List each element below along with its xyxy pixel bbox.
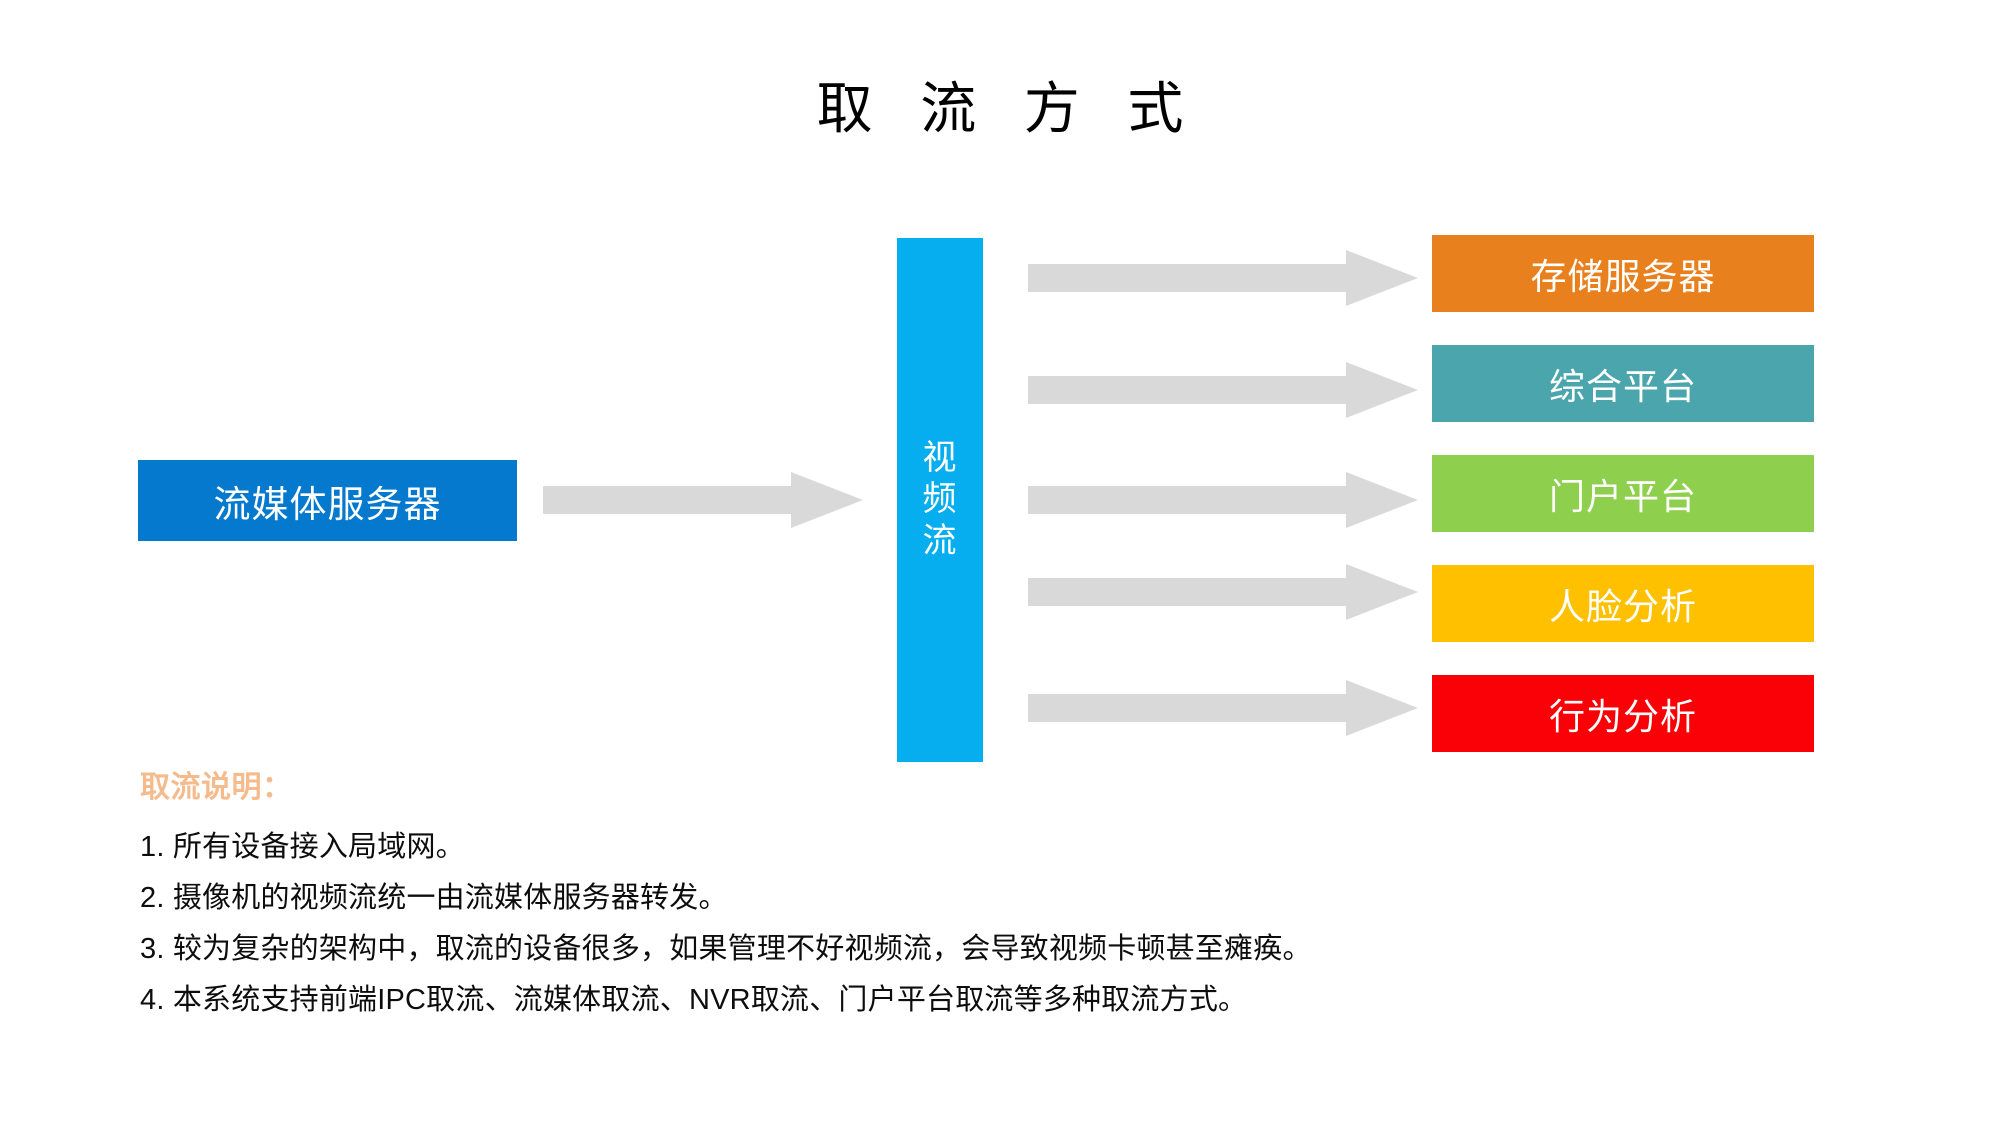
- node-integrated-platform[interactable]: 综合平台: [1432, 345, 1814, 422]
- node-face-analysis[interactable]: 人脸分析: [1432, 565, 1814, 642]
- node-storage-server-label: 存储服务器: [1530, 255, 1716, 297]
- note-item: 4. 本系统支持前端IPC取流、流媒体取流、NVR取流、门户平台取流等多种取流方…: [140, 984, 1248, 1016]
- arrow-stream-to-storage-server: [1028, 248, 1418, 308]
- notes-section: 取流说明： 1. 所有设备接入局域网。 2. 摄像机的视频流统一由流媒体服务器转…: [140, 765, 1900, 1026]
- node-streaming-media-server[interactable]: 流媒体服务器: [138, 460, 517, 541]
- node-video-stream[interactable]: 视 频 流: [897, 238, 983, 762]
- notes-heading: 取流说明：: [140, 771, 293, 804]
- node-face-analysis-label: 人脸分析: [1548, 585, 1697, 627]
- node-video-stream-char-3: 流: [922, 521, 958, 560]
- node-behavior-analysis-label: 行为分析: [1548, 695, 1697, 737]
- arrow-stream-to-behavior-analysis: [1028, 678, 1418, 738]
- node-portal-platform[interactable]: 门户平台: [1432, 455, 1814, 532]
- node-behavior-analysis[interactable]: 行为分析: [1432, 675, 1814, 752]
- note-item: 2. 摄像机的视频流统一由流媒体服务器转发。: [140, 882, 728, 914]
- node-storage-server[interactable]: 存储服务器: [1432, 235, 1814, 312]
- arrow-stream-to-face-analysis: [1028, 562, 1418, 622]
- node-portal-platform-label: 门户平台: [1548, 475, 1697, 517]
- node-streaming-media-server-label: 流媒体服务器: [213, 483, 442, 525]
- arrow-stream-to-portal-platform: [1028, 470, 1418, 530]
- note-item: 1. 所有设备接入局域网。: [140, 831, 465, 863]
- page-title: 取 流 方 式: [816, 77, 1200, 140]
- arrow-source-to-stream: [543, 470, 863, 530]
- node-video-stream-char-1: 视: [922, 438, 958, 477]
- node-video-stream-char-2: 频: [922, 480, 958, 519]
- node-integrated-platform-label: 综合平台: [1548, 365, 1697, 407]
- note-item: 3. 较为复杂的架构中，取流的设备很多，如果管理不好视频流，会导致视频卡顿甚至瘫…: [140, 933, 1312, 965]
- arrow-stream-to-integrated-platform: [1028, 360, 1418, 420]
